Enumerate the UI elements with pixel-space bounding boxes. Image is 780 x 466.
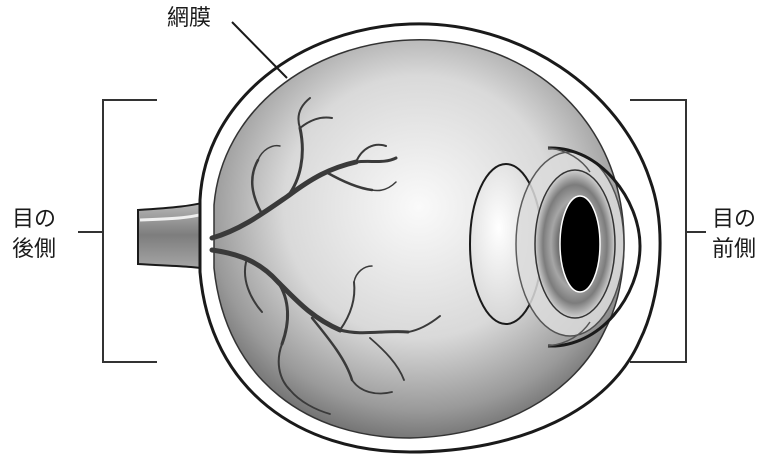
retina-label: 網膜 bbox=[167, 4, 211, 34]
front-of-eye-label-line2: 前側 bbox=[712, 235, 756, 265]
front-of-eye-label-line1: 目の bbox=[712, 205, 756, 235]
back-of-eye-label-line1: 目の bbox=[12, 205, 56, 235]
back-of-eye-label-line2: 後側 bbox=[12, 235, 56, 265]
pupil bbox=[560, 196, 600, 292]
front-of-eye-label: 目の 前側 bbox=[712, 205, 756, 265]
retina-pointer-line bbox=[232, 22, 287, 78]
retina-label-text: 網膜 bbox=[167, 4, 211, 34]
back-of-eye-label: 目の 後側 bbox=[12, 205, 56, 265]
